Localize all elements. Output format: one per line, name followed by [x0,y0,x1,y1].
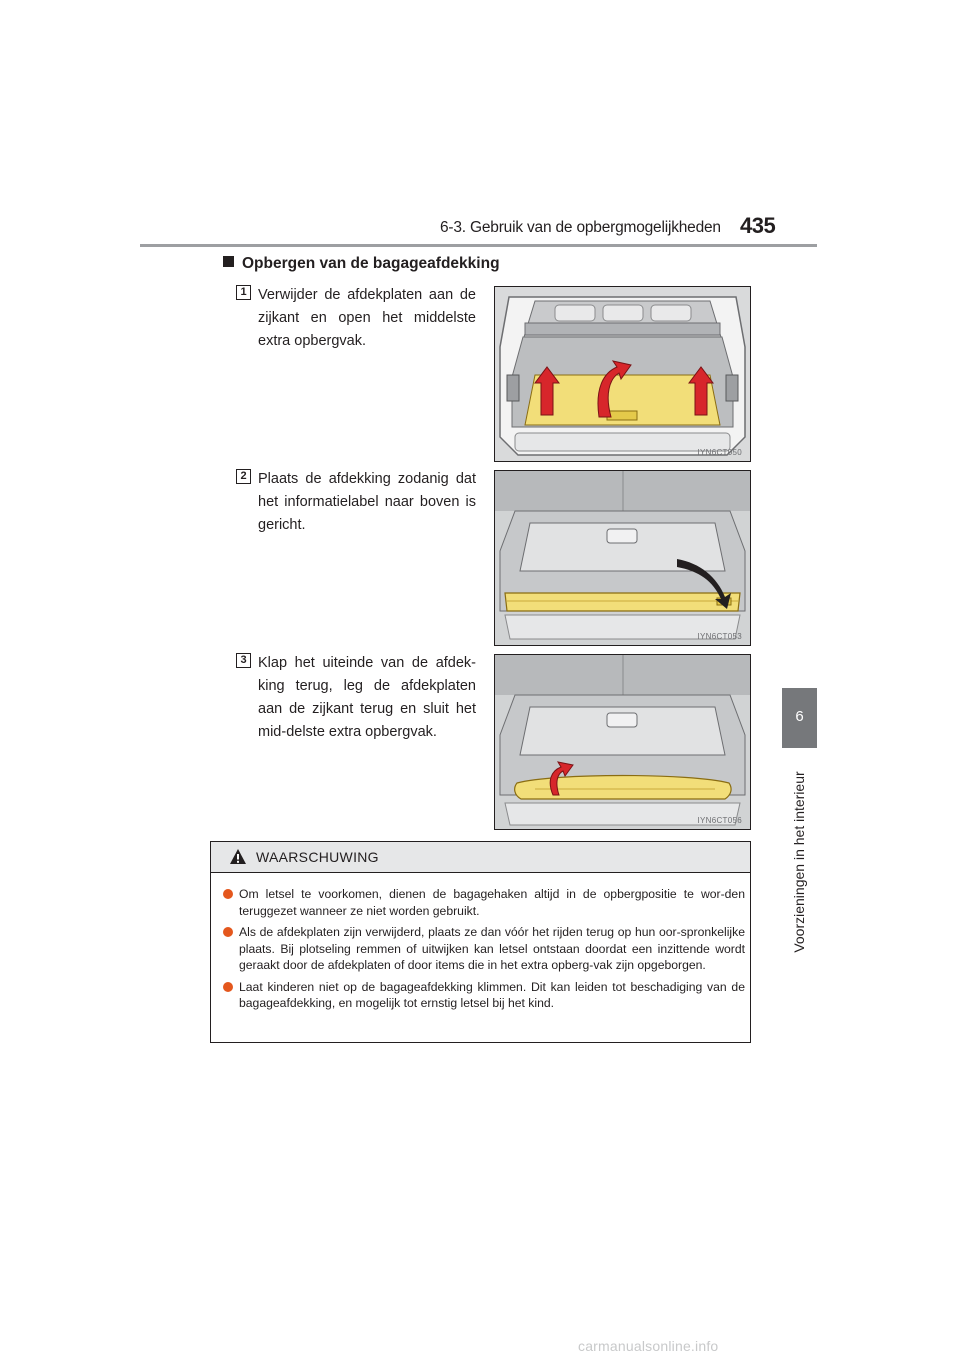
trunk-cover-folded-illustration [495,655,750,829]
step-text-3: Klap het uiteinde van de afdek-king teru… [258,655,476,740]
header-rule [140,244,817,247]
warning-box: WAARSCHUWING Om letsel te voorkomen, die… [210,841,751,1043]
trunk-cover-placement-illustration [495,471,750,645]
warning-item: Om letsel te voorkomen, dienen de bagage… [223,886,745,919]
page-number: 435 [740,213,776,238]
chapter-title-vertical: Voorzieningen in het interieur [786,758,812,978]
chapter-tab [782,688,817,748]
section-heading-text: Opbergen van de bagageafdekking [242,255,500,272]
figure-code-3: IYN6CT056 [697,816,742,825]
figure-code-1: IYN6CT050 [697,448,742,457]
step-number-3: 3 [236,653,251,668]
step-text-2: Plaats de afdekking zodanig dat het info… [258,471,476,533]
warning-header: WAARSCHUWING [211,842,750,873]
chapter-title: Voorzieningen in het interieur [791,771,807,953]
warning-list: Om letsel te voorkomen, dienen de bagage… [223,886,745,1017]
figure-step-1: IYN6CT050 [494,286,751,462]
trunk-side-panels-illustration [495,287,750,461]
warning-item: Laat kinderen niet op de bagageafdekking… [223,979,745,1012]
warning-triangle-icon [230,849,246,864]
step-number-2: 2 [236,469,251,484]
bullet-dot-icon [223,981,233,992]
bullet-dot-icon [223,889,233,899]
step-number-1: 1 [236,285,251,300]
warning-title: WAARSCHUWING [256,849,379,865]
chapter-number: 6 [795,708,804,725]
square-bullet-icon [223,256,234,267]
warning-item: Als de afdekplaten zijn verwijderd, plaa… [223,924,745,974]
bullet-dot-icon [223,927,233,937]
figure-step-3: IYN6CT056 [494,654,751,830]
step-text-1: Verwijder de afdekplaten aan de zijkant … [258,287,476,349]
running-header-section: 6-3. Gebruik van de opbergmogelijkheden [440,219,721,236]
figure-step-2: IYN6CT053 [494,470,751,646]
section-heading: Opbergen van de bagageafdekking [223,255,500,273]
footer-watermark: carmanualsonline.info [578,1338,719,1354]
figure-code-2: IYN6CT053 [697,632,742,641]
